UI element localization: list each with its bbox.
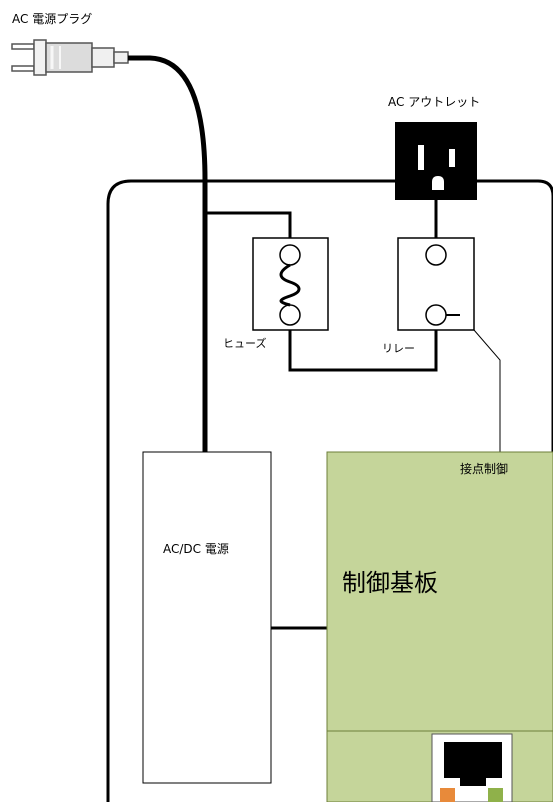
relay-label: リレー (382, 342, 415, 355)
ac-plug-icon (11, 39, 129, 76)
relay-control-line (473, 329, 501, 452)
ac-plug-label: AC 電源プラグ (12, 12, 93, 26)
control-board-label: 制御基板 (342, 569, 438, 597)
acdc-power-label: AC/DC 電源 (163, 542, 229, 556)
rj45-port-icon (431, 733, 513, 802)
fuse-label: ヒューズ (223, 337, 267, 350)
plug-cord (128, 55, 208, 452)
wire-fuse-to-relay (288, 330, 438, 372)
wire-to-fuse (205, 211, 292, 238)
relay-icon (397, 237, 475, 331)
contact-control-label: 接点制御 (460, 462, 509, 476)
ac-outlet-label: AC アウトレット (388, 95, 481, 109)
acdc-power-box (142, 451, 272, 784)
fuse-icon (252, 237, 329, 331)
ac-outlet-icon (395, 122, 477, 200)
enclosure-outline (106, 179, 553, 802)
